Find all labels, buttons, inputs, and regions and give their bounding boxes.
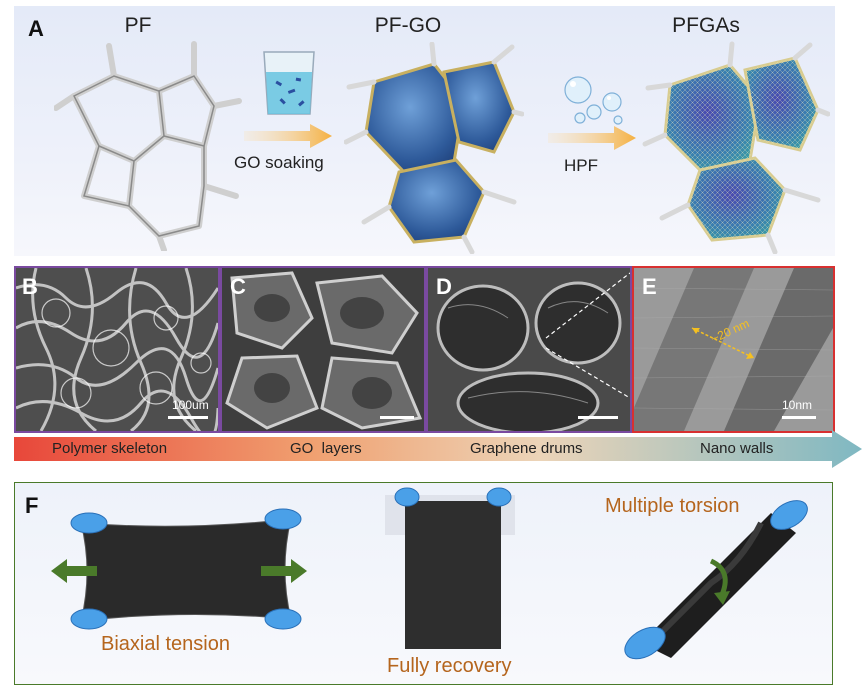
stage-label-polymer-skeleton: Polymer skeleton <box>52 440 168 457</box>
scale-label-b: 100um <box>172 398 209 412</box>
pf-skeleton-illustration <box>54 41 242 251</box>
label-multiple-torsion: Multiple torsion <box>605 495 740 517</box>
scale-bar-b <box>168 416 208 419</box>
panel-f: F Biaxial tension Fully recovery Multipl… <box>14 482 833 685</box>
multiple-torsion-photo <box>624 500 808 660</box>
beaker-icon <box>263 51 315 115</box>
fully-recovery-photo <box>385 487 515 649</box>
biaxial-tension-photo <box>70 508 302 630</box>
arrow-label-go-soaking: GO soaking <box>234 153 324 172</box>
sem-image-b <box>16 268 218 431</box>
label-fully-recovery: Fully recovery <box>387 655 512 677</box>
stage-label-nano-walls: Nano walls <box>700 440 774 457</box>
sem-image-d <box>428 268 630 431</box>
stage-label-graphene-drums: Graphene drums <box>470 440 583 457</box>
sem-panel-b: B 100um <box>14 266 220 433</box>
scale-bar-e <box>782 416 816 419</box>
arrow-label-hpf: HPF <box>564 156 598 175</box>
sem-letter-b: B <box>22 274 38 299</box>
panel-a: A PF PF-GO PFGAs <box>14 6 835 256</box>
sem-panel-c: C <box>220 266 426 433</box>
stage-label-pfgas: PFGAs <box>672 14 740 37</box>
sem-panel-e: E ~20 nm 10nm <box>632 266 835 433</box>
gradient-progress-arrow <box>14 430 862 468</box>
label-biaxial-tension: Biaxial tension <box>101 633 230 655</box>
pfgas-illustration <box>642 41 830 254</box>
scale-bar-d <box>578 416 618 419</box>
bubbles-icon <box>564 76 623 125</box>
process-arrow-2 <box>548 126 636 150</box>
right-arrow-icon <box>261 559 307 583</box>
sem-image-c <box>222 268 424 431</box>
sem-letter-c: C <box>230 274 246 299</box>
sem-letter-e: E <box>642 274 657 299</box>
stage-label-pf-go: PF-GO <box>374 14 442 37</box>
sem-letter-d: D <box>436 274 452 299</box>
left-arrow-icon <box>51 559 97 583</box>
scale-bar-c <box>380 416 414 419</box>
process-arrow-1 <box>244 124 332 148</box>
pf-go-illustration <box>344 42 524 254</box>
sem-image-e <box>634 268 833 431</box>
panel-f-letter: F <box>25 493 39 518</box>
panel-a-letter: A <box>28 16 44 41</box>
scale-label-e: 10nm <box>782 398 813 412</box>
stage-label-go-layers: GO layers <box>290 440 362 457</box>
sem-panel-d: D <box>426 266 632 433</box>
stage-label-pf: PF <box>124 14 152 37</box>
